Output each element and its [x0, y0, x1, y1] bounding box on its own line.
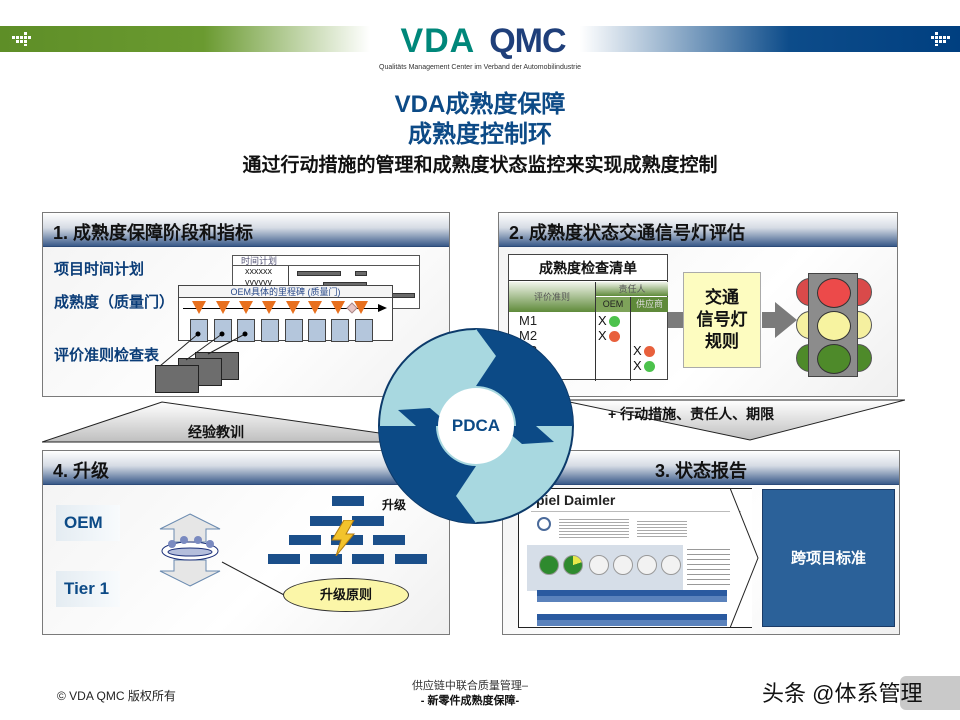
panel-heading: 2. 成熟度状态交通信号灯评估	[499, 213, 897, 247]
tier1-tag: Tier 1	[56, 571, 120, 607]
milestone-chart: OEM具体的里程碑 (质量门)	[178, 285, 393, 342]
gate-icon	[354, 301, 368, 314]
maturity-checklist: 成熟度检查清单 评价准则 责任人 OEM 供应商 M1 M2 M3 M4 X X…	[508, 254, 668, 381]
gate-icon	[239, 301, 253, 314]
gate-icon	[262, 301, 276, 314]
supplier-mark: X	[633, 358, 642, 373]
watermark: 头条 @体系管理	[762, 681, 923, 706]
connector-line	[221, 561, 287, 597]
arrow-left-icon	[931, 32, 950, 46]
traffic-light-rules-box: 交通 信号灯 规则	[683, 272, 761, 368]
label-criteria-checklist: 评价准则检查表	[54, 347, 160, 364]
oem-mark: X	[598, 313, 607, 328]
oem-tag: OEM	[56, 505, 120, 541]
page-subtitle: 通过行动措施的管理和成熟度状态监控来实现成熟度控制	[242, 155, 718, 176]
footer-line1: 供应链中联合质量管理–	[411, 680, 529, 692]
copyright: © VDA QMC 版权所有	[57, 689, 176, 703]
status-report-thumbnail	[518, 488, 752, 628]
logo-qmc: QMC	[489, 22, 566, 60]
oem-mark: X	[598, 328, 607, 343]
lessons-learned-label: 经验教训	[188, 424, 244, 440]
gate-icon	[286, 301, 300, 314]
col-responsible: 责任人	[596, 282, 668, 296]
actions-label: + 行动措施、责任人、期限	[608, 406, 775, 422]
smiley-happy-icon	[643, 361, 655, 373]
time-plan-row: yyyyyy	[245, 277, 272, 287]
report-title: piel Daimler	[536, 492, 616, 508]
milestone-header: OEM具体的里程碑 (质量门)	[179, 286, 392, 298]
rule-text: 信号灯	[696, 310, 748, 329]
col-criteria: 评价准则	[509, 282, 595, 312]
panel-heading: 4. 升级	[43, 451, 449, 485]
arrow-right-icon	[12, 32, 31, 46]
lessons-learned-arrow	[42, 401, 442, 443]
escalation-principle: 升级原则	[283, 578, 409, 612]
supplier-mark: X	[633, 343, 642, 358]
green-lamp	[817, 344, 851, 374]
pdca-label: PDCA	[451, 416, 501, 435]
checklist-sheet-icon	[155, 365, 199, 393]
gate-icon	[192, 301, 206, 314]
vda-qmc-logo: VDA QMC	[378, 22, 588, 62]
criteria-row: M2	[519, 328, 538, 343]
footer-line2: - 新零件成熟度保障-	[420, 695, 520, 707]
arrow-icon	[762, 312, 776, 328]
criteria-row: M1	[519, 313, 538, 328]
smiley-sad-icon	[643, 346, 655, 358]
actions-arrow	[560, 399, 905, 441]
header-banner	[0, 26, 960, 52]
time-plan-row: xxxxxx	[245, 266, 272, 276]
chevron-icon	[730, 488, 759, 628]
gate-icon	[216, 301, 230, 314]
gate-icon	[308, 301, 322, 314]
lightning-icon	[331, 520, 356, 556]
banner-green	[0, 26, 370, 52]
meeting-arrows-icon	[159, 513, 221, 587]
red-lamp	[817, 278, 851, 308]
gate-icon	[331, 301, 345, 314]
cross-project-standard: 跨项目标准	[762, 489, 895, 627]
col-supplier: 供应商	[631, 297, 668, 312]
rule-text: 规则	[705, 332, 739, 351]
label-project-schedule: 项目时间计划	[54, 261, 145, 278]
pdca-cycle-icon	[378, 328, 574, 524]
smiley-sad-icon	[608, 331, 620, 343]
smiley-happy-icon	[608, 316, 620, 328]
connector-lines	[159, 331, 248, 367]
label-quality-gate: 成熟度（质量门）	[54, 294, 175, 311]
footer-center: 供应链中联合质量管理– - 新零件成熟度保障-	[360, 679, 580, 709]
arrow-icon	[668, 312, 683, 328]
col-oem: OEM	[596, 297, 630, 312]
arrow-head-icon	[775, 302, 797, 338]
rule-text: 交通	[705, 288, 739, 307]
panel-heading: 1. 成熟度保障阶段和指标	[43, 213, 449, 247]
yellow-lamp	[817, 311, 851, 341]
logo-subtitle: Qualitäts Management Center im Verband d…	[379, 64, 581, 71]
logo-vda: VDA	[400, 22, 476, 60]
page-title: VDA成熟度保障	[394, 91, 566, 118]
checklist-title: 成熟度检查清单	[509, 255, 667, 281]
escalate-label: 升级	[382, 498, 407, 512]
banner-blue	[580, 26, 960, 52]
page-title-line2: 成熟度控制环	[408, 121, 552, 148]
time-plan-header: 时间计划	[233, 256, 419, 266]
watermark-tab	[900, 676, 960, 710]
